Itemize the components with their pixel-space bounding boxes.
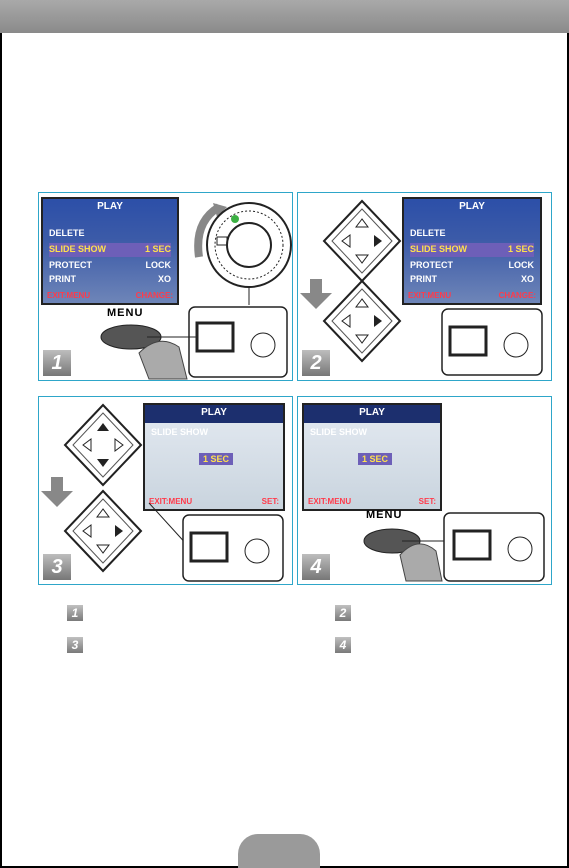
- page-number-tab: [238, 834, 320, 868]
- lcd-title: PLAY: [359, 407, 385, 418]
- camera-back-icon: [441, 308, 543, 376]
- page-frame-left: [0, 33, 2, 868]
- menu-button-label: MENU: [366, 509, 403, 521]
- step-badge-4: 4: [302, 554, 330, 580]
- legend-badge-1: 1: [67, 605, 83, 621]
- step-badge-3: 3: [43, 554, 71, 580]
- direction-pad-icon: [322, 199, 402, 363]
- hand-press-icon: [363, 528, 443, 582]
- lcd-slide-show-value: 1 SEC: [358, 453, 392, 465]
- camera-back-icon: [147, 306, 288, 378]
- lcd-slide-show-label: SLIDE SHOW: [310, 427, 368, 437]
- page-frame-right: [567, 33, 569, 868]
- legend-badge-4: 4: [335, 637, 351, 653]
- legend-badge-3: 3: [67, 637, 83, 653]
- header-bar: [0, 0, 569, 33]
- arrow-down-icon: [300, 279, 332, 309]
- lcd-title: PLAY: [201, 407, 227, 418]
- step-badge-1: 1: [43, 350, 71, 376]
- lcd-slide-show-label: SLIDE SHOW: [151, 427, 209, 437]
- lcd-title: PLAY: [459, 201, 485, 212]
- lcd-title: PLAY: [97, 201, 123, 212]
- mode-dial-icon: [194, 202, 292, 305]
- arrow-down-icon: [41, 477, 73, 507]
- camera-back-icon: [148, 502, 284, 582]
- camera-back-icon: [402, 512, 545, 582]
- lcd-row-delete: DELETE: [410, 228, 446, 238]
- hand-press-icon: [100, 324, 188, 380]
- lcd-row-delete: DELETE: [49, 228, 85, 238]
- lcd-slide-show-value: 1 SEC: [199, 453, 233, 465]
- legend-badge-2: 2: [335, 605, 351, 621]
- direction-pad-icon: [63, 403, 143, 573]
- step-badge-2: 2: [302, 350, 330, 376]
- menu-button-label: MENU: [107, 307, 144, 319]
